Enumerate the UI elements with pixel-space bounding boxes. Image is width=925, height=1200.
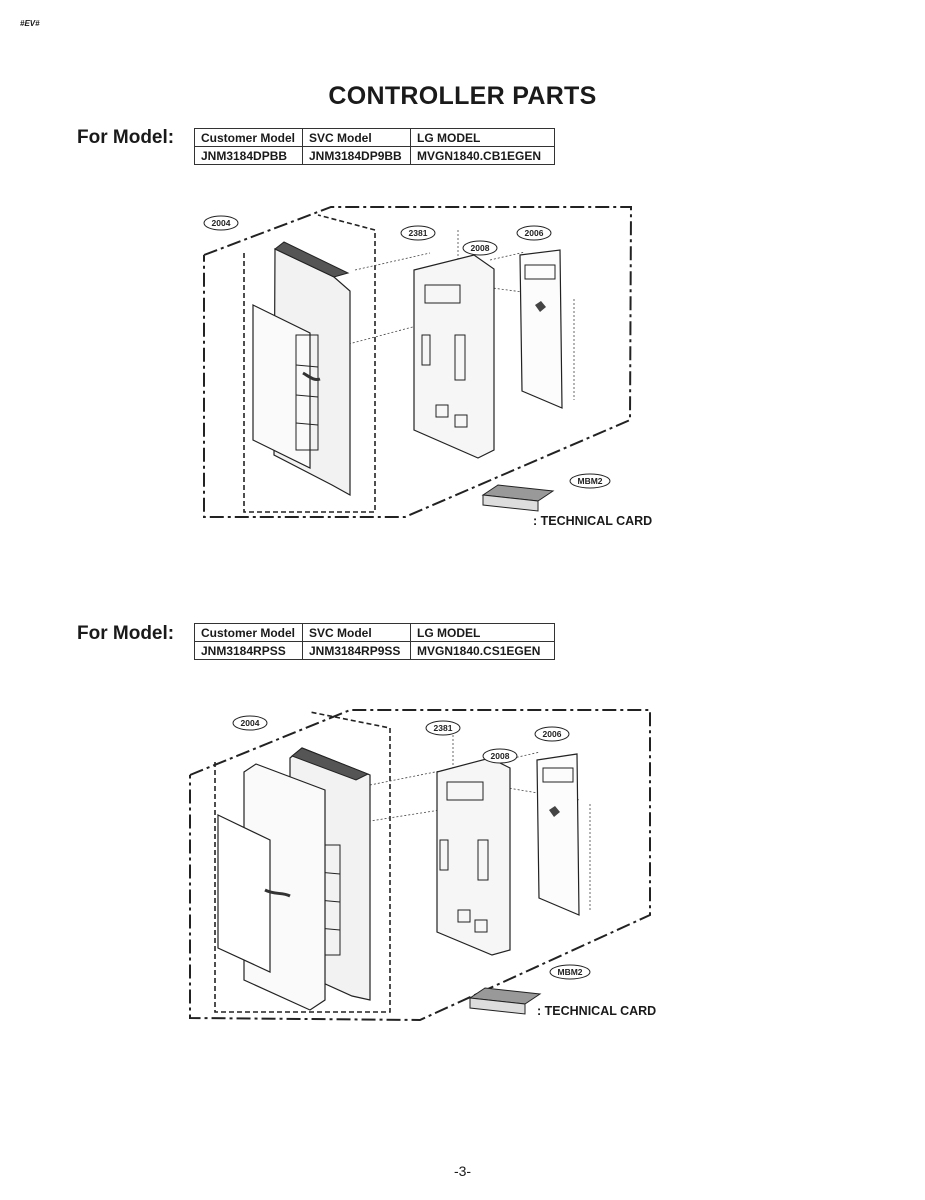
callout-label: 2006 (525, 228, 544, 238)
control-pcb (536, 753, 580, 916)
callout-2004: 2004 (232, 715, 268, 731)
table-cell: JNM3184RP9SS (302, 641, 411, 660)
table-cell: JNM3184DP9BB (302, 146, 411, 165)
table-header-row: Customer Model SVC Model LG MODEL (194, 623, 555, 642)
diagram-svg: 2004 2381 2008 2006 MBM2 (203, 206, 633, 518)
callout-2008: 2008 (482, 748, 518, 764)
callout-label: 2004 (212, 218, 231, 228)
page-number: -3- (453, 1163, 472, 1179)
for-model-label: For Model: (77, 127, 175, 148)
group-boundary (203, 206, 633, 518)
callout-label: MBM2 (577, 476, 602, 486)
table-cell: JNM3184DPBB (194, 146, 303, 165)
callout-label: 2381 (409, 228, 428, 238)
callout-label: 2381 (434, 723, 453, 733)
corner-tag: #EV# (20, 19, 40, 28)
control-pcb (519, 249, 563, 409)
for-model-label: For Model: (77, 623, 175, 644)
technical-card (481, 484, 555, 512)
technical-card-label: : TECHNICAL CARD (537, 1004, 657, 1018)
callout-2006: 2006 (516, 225, 552, 241)
callout-2006: 2006 (534, 726, 570, 742)
door-panel (252, 241, 351, 497)
subgroup-boundary (214, 711, 391, 1013)
callout-label: 2008 (471, 243, 490, 253)
control-frame (436, 757, 511, 956)
page-title: CONTROLLER PARTS (328, 82, 597, 110)
model-table: Customer Model SVC Model LG MODEL JNM318… (194, 623, 555, 660)
table-cell: MVGN1840.CS1EGEN (410, 641, 555, 660)
callout-label: MBM2 (557, 967, 582, 977)
callout-label: 2008 (491, 751, 510, 761)
table-row: JNM3184DPBB JNM3184DP9BB MVGN1840.CB1EGE… (194, 146, 555, 165)
table-header-cell: Customer Model (194, 128, 303, 147)
callout-2381: 2381 (425, 720, 461, 736)
model-table: Customer Model SVC Model LG MODEL JNM318… (194, 128, 555, 165)
callout-2004: 2004 (203, 215, 239, 231)
table-header-cell: SVC Model (302, 623, 411, 642)
callout-label: 2004 (241, 718, 260, 728)
callout-2008: 2008 (462, 240, 498, 256)
callout-label: 2006 (543, 729, 562, 739)
table-cell: JNM3184RPSS (194, 641, 303, 660)
technical-card-label: : TECHNICAL CARD (533, 514, 653, 528)
table-header-row: Customer Model SVC Model LG MODEL (194, 128, 555, 147)
exploded-parts-diagram: 2004 2381 2008 2006 MBM2 (0, 195, 925, 545)
door-panel-front (217, 763, 326, 1011)
diagram-svg: 2004 2381 2008 2006 MBM2 (189, 709, 651, 1022)
subgroup-boundary (243, 214, 376, 513)
table-header-cell: Customer Model (194, 623, 303, 642)
callout-mbm2: MBM2 (549, 964, 591, 980)
table-header-cell: LG MODEL (410, 623, 555, 642)
table-header-cell: LG MODEL (410, 128, 555, 147)
table-header-cell: SVC Model (302, 128, 411, 147)
group-boundary (189, 709, 651, 1022)
control-frame (413, 254, 495, 459)
technical-card (468, 987, 542, 1015)
table-cell: MVGN1840.CB1EGEN (410, 146, 555, 165)
callout-2381: 2381 (400, 225, 436, 241)
exploded-parts-diagram: 2004 2381 2008 2006 MBM2 (0, 700, 925, 1035)
table-row: JNM3184RPSS JNM3184RP9SS MVGN1840.CS1EGE… (194, 641, 555, 660)
callout-mbm2: MBM2 (569, 473, 611, 489)
